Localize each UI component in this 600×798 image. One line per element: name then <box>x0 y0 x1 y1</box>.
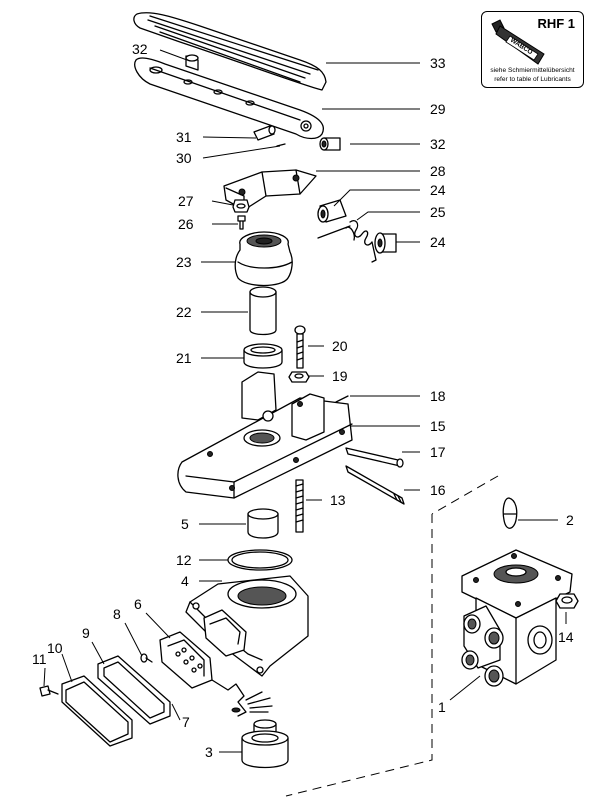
callout-4: 4 <box>181 573 189 589</box>
callout-23: 23 <box>176 254 192 270</box>
callout-27: 27 <box>178 193 194 209</box>
callout-2: 2 <box>566 512 574 528</box>
rod-upper-part <box>345 447 404 468</box>
bushing-right-part <box>319 137 341 151</box>
callout-20: 20 <box>332 338 348 354</box>
union-fitting-part <box>241 719 289 769</box>
callout-26: 26 <box>178 216 194 232</box>
switch-assembly-part <box>159 631 273 717</box>
callout-7: 7 <box>182 714 190 730</box>
callout-14: 14 <box>558 629 574 645</box>
pedal-plate-part <box>133 12 327 91</box>
rubber-boot-part <box>234 231 293 287</box>
callout-29: 29 <box>430 101 446 117</box>
leader-lines <box>43 49 567 753</box>
callout-32-upper: 32 <box>132 41 148 57</box>
assembly-boundary <box>285 475 499 797</box>
base-plate-part <box>177 371 353 499</box>
callout-11: 11 <box>32 651 47 667</box>
callout-31: 31 <box>176 129 192 145</box>
callout-9: 9 <box>82 625 90 641</box>
lubricant-note-en: refer to table of Lubricants <box>494 76 571 83</box>
callout-13: 13 <box>330 492 346 508</box>
cover-plate-part <box>61 675 133 747</box>
callout-32-right: 32 <box>430 136 446 152</box>
spindle-part <box>502 497 518 529</box>
callout-16: 16 <box>430 482 446 498</box>
callout-25: 25 <box>430 204 446 220</box>
pedal-lever-part <box>134 57 324 140</box>
guide-ring-part <box>243 343 283 369</box>
callout-10: 10 <box>47 640 63 656</box>
callout-8: 8 <box>113 606 121 622</box>
callout-numbers: 33 32 29 31 32 30 28 24 27 25 26 24 23 2… <box>32 41 574 760</box>
lubricant-tube-icon: WABCO <box>491 19 545 65</box>
brake-valve-part <box>461 549 573 687</box>
callout-22: 22 <box>176 304 192 320</box>
lubricant-info-box: WABCO RHF 1 siehe Schmiermittelübersicht… <box>481 11 584 88</box>
torsion-spring-part <box>317 220 377 263</box>
callout-21: 21 <box>176 350 192 366</box>
valve-nut-part <box>555 593 579 609</box>
lubricant-note-de: siehe Schmiermittelübersicht <box>490 67 575 74</box>
screw-part <box>237 215 246 230</box>
callout-28: 28 <box>430 163 446 179</box>
gasket-part <box>97 655 171 725</box>
callout-1: 1 <box>438 699 446 715</box>
rod-lower-part <box>345 465 405 505</box>
callout-24-lower: 24 <box>430 234 446 250</box>
lubricant-code: RHF 1 <box>537 16 575 31</box>
nut-part <box>232 199 250 213</box>
callout-19: 19 <box>332 368 348 384</box>
small-pin-part <box>276 143 286 147</box>
cover-bolt-part <box>39 685 59 697</box>
callout-17: 17 <box>430 444 446 460</box>
callout-5: 5 <box>181 516 189 532</box>
spring-pin-part <box>335 395 349 403</box>
lock-nut-part <box>288 371 310 383</box>
plunger-part <box>249 286 277 336</box>
stop-bolt-part <box>294 325 306 369</box>
sleeve-upper-part <box>317 199 347 223</box>
o-ring-part <box>227 549 293 571</box>
sleeve-lower-part <box>374 232 397 254</box>
pin-part <box>253 125 276 141</box>
cover-screw-part <box>140 653 153 663</box>
callout-12: 12 <box>176 552 192 568</box>
callout-15: 15 <box>430 418 446 434</box>
bushing-upper-part <box>185 54 199 71</box>
callout-30: 30 <box>176 150 192 166</box>
callout-24-upper: 24 <box>430 182 446 198</box>
callout-33: 33 <box>430 55 446 71</box>
callout-3: 3 <box>205 744 213 760</box>
housing-part <box>185 575 309 677</box>
callout-6: 6 <box>134 596 142 612</box>
threaded-stud-part <box>295 479 304 533</box>
callout-18: 18 <box>430 388 446 404</box>
bushing-5-part <box>247 508 279 539</box>
